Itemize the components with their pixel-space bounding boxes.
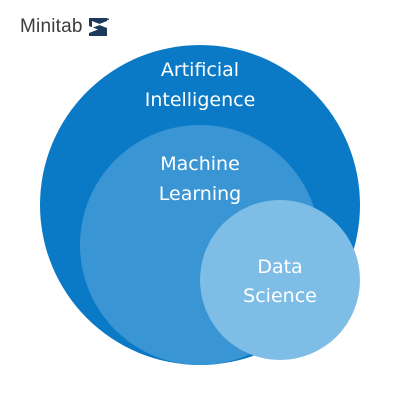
label-science: Science: [243, 285, 317, 307]
label-data: Data: [257, 256, 302, 278]
circle-data-science: [200, 200, 360, 360]
label-intelligence: Intelligence: [145, 89, 256, 111]
minitab-logo: Minitab: [20, 16, 109, 38]
minitab-flag-icon: [88, 18, 109, 36]
label-learning: Learning: [159, 183, 242, 205]
registered-mark-icon: [106, 18, 109, 21]
label-machine: Machine: [160, 153, 240, 175]
label-artificial: Artificial: [161, 59, 239, 81]
logo-wordmark: Minitab: [20, 16, 83, 37]
